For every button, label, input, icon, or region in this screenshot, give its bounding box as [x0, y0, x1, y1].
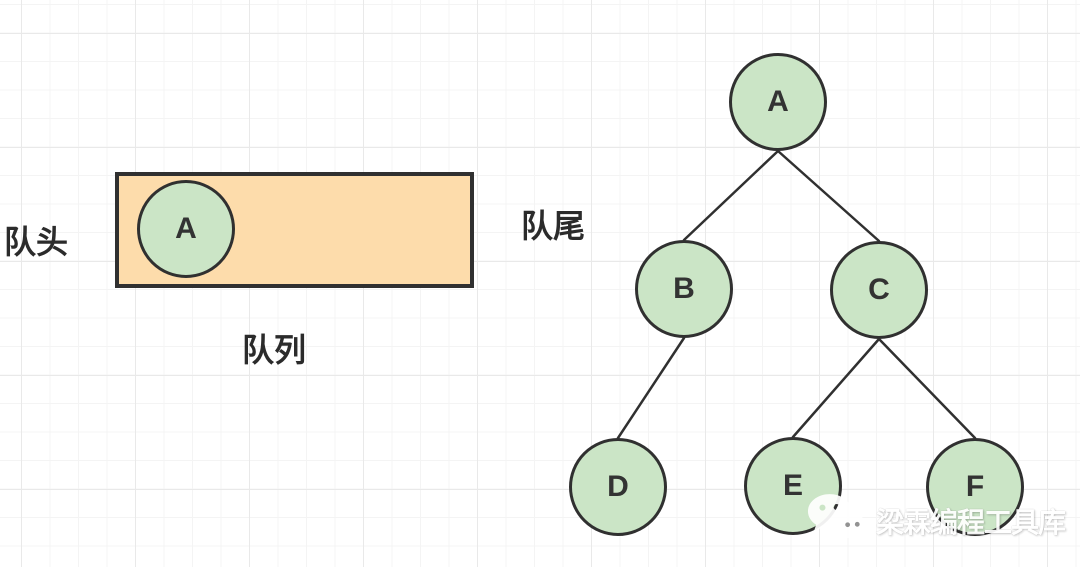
watermark: 梁霖编程工具库 — [804, 492, 1066, 550]
wechat-icon — [807, 494, 867, 541]
tree-node-d: D — [569, 438, 667, 536]
watermark-text: 梁霖编程工具库 — [876, 507, 1066, 538]
tree-edge-C-E — [791, 337, 881, 439]
queue-name-label: 队列 — [242, 332, 307, 368]
tree-edge-A-B — [682, 149, 780, 242]
tree-edge-A-C — [776, 149, 881, 243]
queue-tail-label: 队尾 — [521, 208, 586, 244]
tree-edge-B-D — [616, 336, 686, 440]
tree-node-a: A — [729, 53, 827, 151]
tree-node-b: B — [635, 240, 733, 338]
tree-node-c: C — [830, 241, 928, 339]
tree-node-f: F — [926, 438, 1024, 536]
tree-edge-C-F — [877, 337, 977, 440]
queue-head-label: 队头 — [4, 224, 69, 260]
queue-item-node-a: A — [137, 180, 235, 278]
